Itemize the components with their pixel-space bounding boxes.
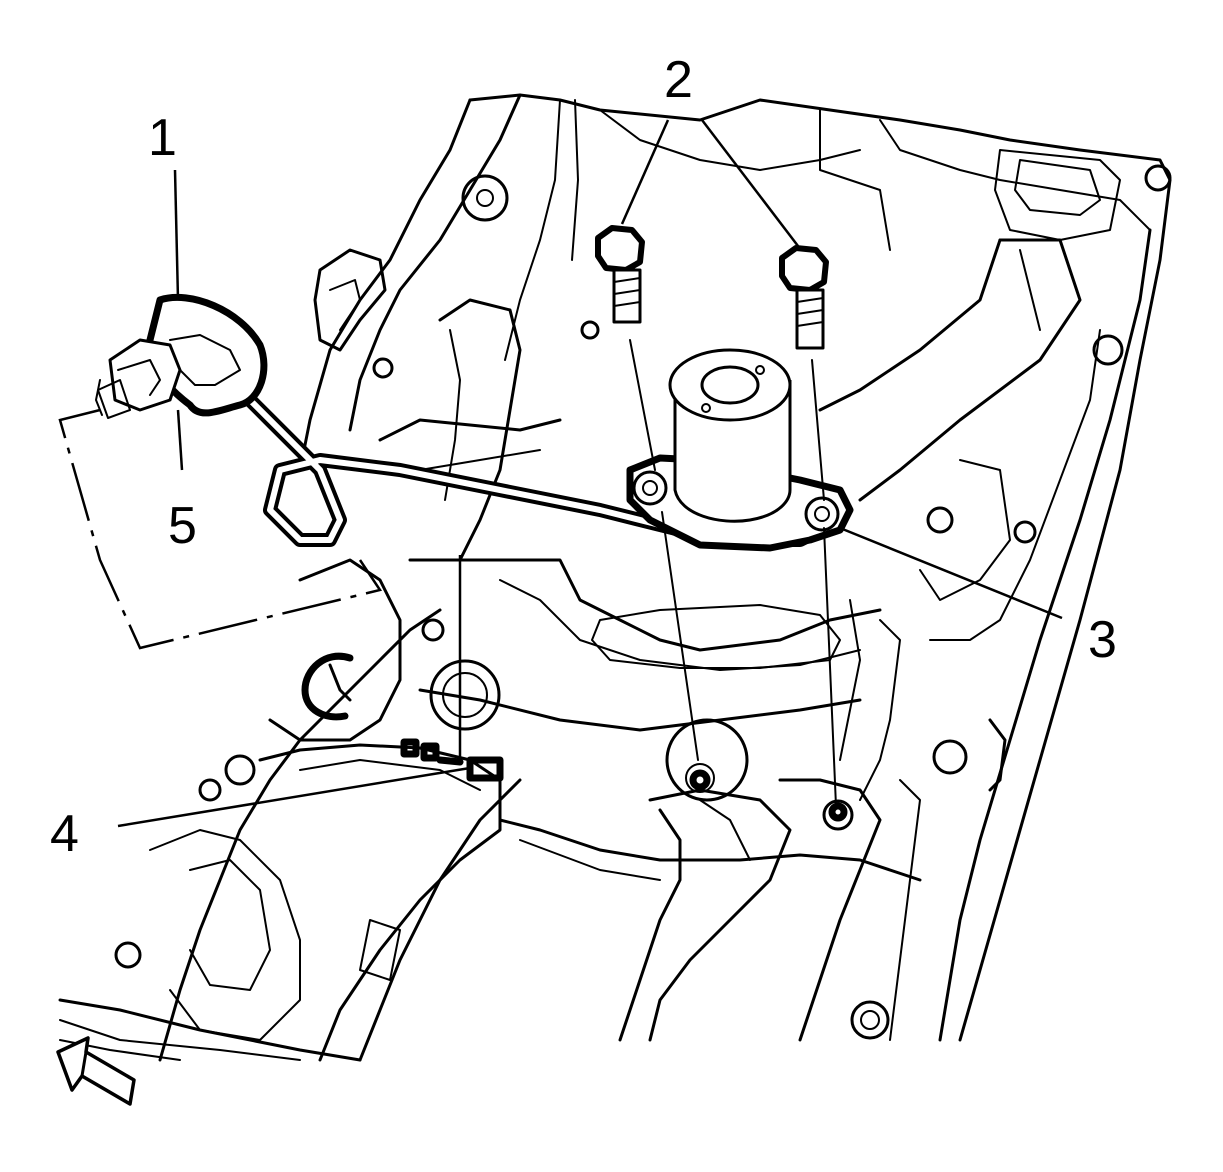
callout-leaders — [117, 119, 1063, 828]
solenoid-assembly — [626, 348, 854, 552]
callout-4: 4 — [50, 805, 79, 863]
connector-detail-outline — [58, 408, 383, 650]
view-direction-arrow-icon — [56, 1036, 136, 1106]
harness-connector — [95, 293, 268, 419]
callout-5: 5 — [168, 497, 197, 555]
transmission-housing — [58, 93, 1172, 1062]
callout-3: 3 — [1088, 611, 1117, 669]
bolt-axis-lines — [629, 339, 837, 807]
callout-1: 1 — [148, 109, 177, 167]
callout-2: 2 — [664, 51, 693, 109]
bolt-right — [779, 245, 829, 350]
bolt-left — [595, 225, 645, 324]
